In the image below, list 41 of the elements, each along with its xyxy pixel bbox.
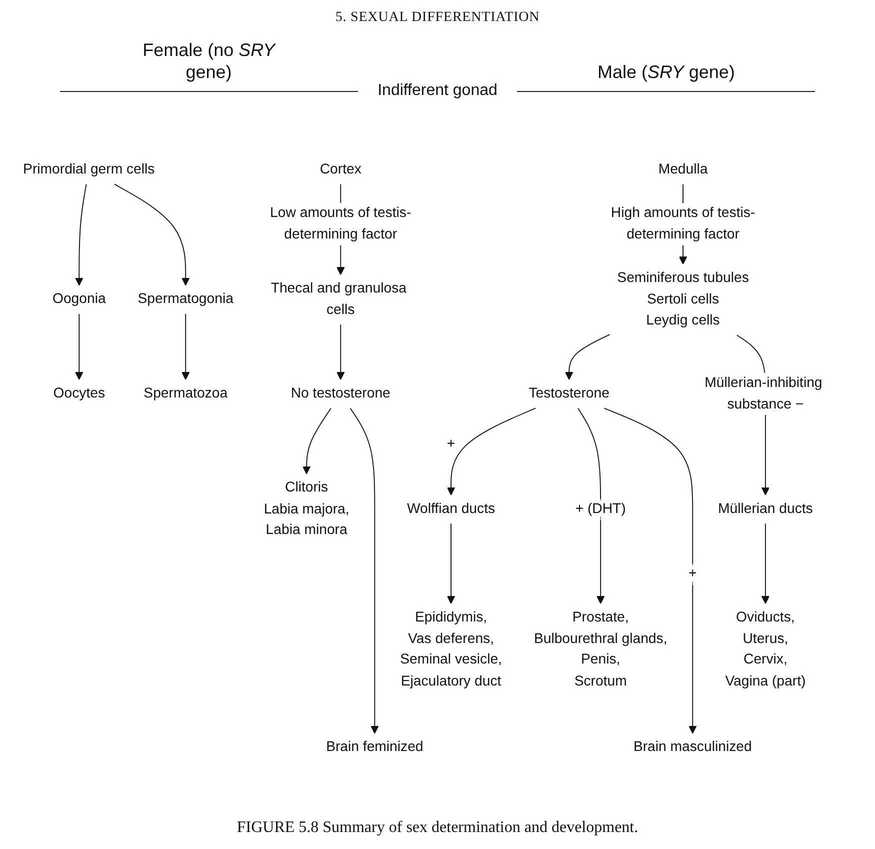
- node-text: Spermatogonia: [138, 290, 234, 307]
- arrow: [75, 313, 84, 380]
- arrow: [564, 334, 610, 380]
- running-head: 5. SEXUAL DIFFERENTIATION: [334, 10, 541, 26]
- arrow: [446, 523, 456, 604]
- node-text: Medulla: [658, 161, 708, 177]
- node-text: Oocytes: [53, 385, 106, 402]
- arrow: [350, 408, 379, 734]
- node-text: Oviducts, Uterus, Cervix, Vagina (part): [725, 609, 806, 688]
- node-text: Testosterone: [528, 385, 610, 402]
- node-text: Cortex: [320, 161, 362, 177]
- edge-label: +: [688, 565, 697, 582]
- arrow: [114, 184, 190, 286]
- column-heading: Female (no SRY gene): [142, 40, 277, 84]
- node-text: Brain masculinized: [633, 738, 752, 755]
- node-text: No testosterone: [290, 385, 390, 402]
- arrow: [302, 408, 332, 474]
- arrow: [578, 408, 605, 604]
- node-text: Epididymis, Vas deferens, Seminal vesicle, Ejaculatory duct: [400, 609, 502, 688]
- edge-label: +: [446, 436, 456, 452]
- column-heading: Indifferent gonad: [376, 82, 498, 100]
- arrow: [181, 313, 190, 380]
- figure-caption: FIGURE 5.8 Summary of sex determination and development.: [236, 819, 640, 837]
- edge-label: + (DHT): [575, 500, 626, 516]
- edge-label: High amounts of testis-determining factor: [610, 204, 756, 242]
- node-text: Prostate, Bulbourethral glands, Penis, Scrotum: [534, 609, 668, 688]
- node-text: Primordial germ cells: [23, 161, 155, 177]
- node-text: Spermatozoa: [144, 385, 228, 402]
- arrow: [336, 324, 345, 380]
- node-text: Wolffian ducts: [406, 500, 496, 516]
- edge-label: Müllerian-inhibiting substance −: [704, 374, 822, 412]
- node-text: Müllerian ducts: [718, 500, 813, 516]
- node-text: Oogonia: [52, 290, 106, 307]
- arrow: [75, 184, 87, 286]
- node-text: Clitoris Labia majora, Labia minora: [264, 479, 350, 538]
- edge-label: Low amounts of testis-determining factor: [270, 204, 412, 242]
- arrow: [761, 523, 770, 604]
- node-text: Seminiferous tubules Sertoli cells Leydig cells: [617, 270, 749, 328]
- column-heading: Male (SRY gene): [598, 62, 735, 84]
- node-text: Thecal and granulosa cells: [270, 280, 406, 318]
- node-text: Brain feminized: [326, 738, 424, 755]
